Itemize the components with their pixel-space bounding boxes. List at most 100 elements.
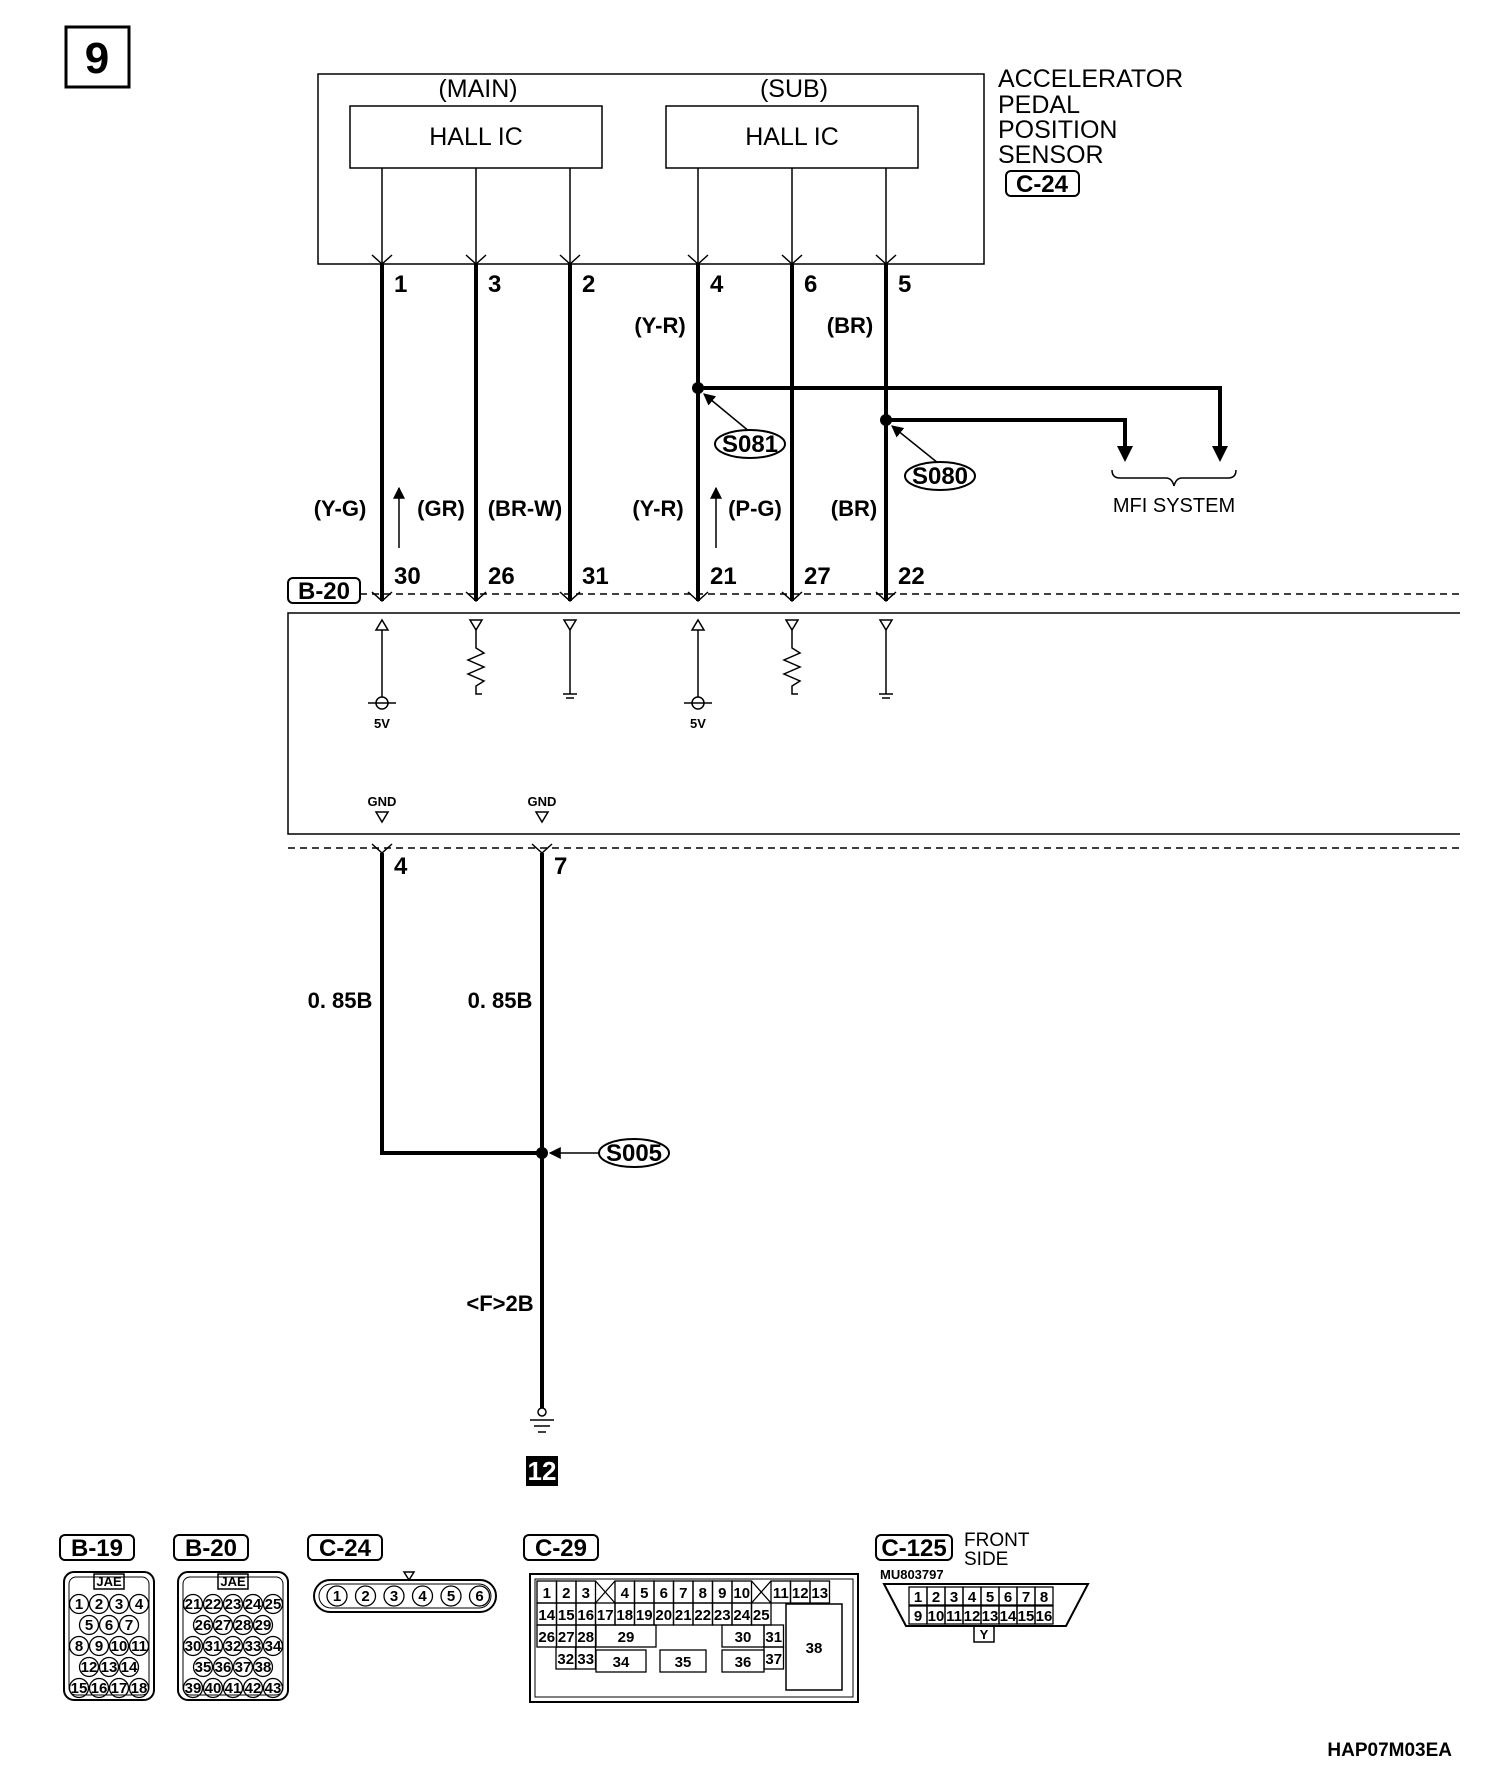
- conn-b19-pin-10-cavity: [108, 1635, 130, 1657]
- conn-b19-pin-18: 18: [131, 1680, 148, 1697]
- conn-b19-pin-9-cavity: [88, 1635, 110, 1657]
- ecu-5v-label-1: 5V: [374, 716, 390, 731]
- conn-c29-blank-cavity: [751, 1580, 772, 1604]
- conn-b20-pin-38: 38: [255, 1659, 272, 1676]
- conn-b19-pin-17: 17: [111, 1680, 128, 1697]
- conn-c125-pin-16: 16: [1036, 1608, 1053, 1625]
- splice-s080: S080: [891, 425, 976, 491]
- conn-b20-pin-40: 40: [205, 1680, 222, 1697]
- conn-b20-pin-22: 22: [205, 1596, 222, 1613]
- conn-c29-pin-26: 26: [538, 1629, 555, 1646]
- conn-b19-pin-13: 13: [101, 1659, 118, 1676]
- conn-b20-pin-36-cavity: [212, 1656, 234, 1678]
- conn-c29-pin-30: 30: [735, 1629, 752, 1646]
- conn-c125-pin-15: 15: [1018, 1608, 1035, 1625]
- conn-b20-pin-37: 37: [235, 1659, 252, 1676]
- conn-b20-pin-28: 28: [235, 1617, 252, 1634]
- conn-b20-pin-21-cavity: [182, 1593, 204, 1615]
- wire-color-pin4: (Y-R): [634, 313, 685, 338]
- conn-b20-pin-37-cavity: [232, 1656, 254, 1678]
- sensor-pin-3: 3: [488, 271, 501, 298]
- splice-label-s005: S005: [606, 1140, 662, 1167]
- ecu-box: [287, 593, 1460, 849]
- conn-c29-pin-3: 3: [582, 1585, 590, 1602]
- conn-b20-pin-24: 24: [245, 1596, 262, 1613]
- sub-label: (SUB): [760, 75, 828, 103]
- conn-c29-pin-36: 36: [735, 1654, 752, 1671]
- conn-c125-pin-5: 5: [986, 1589, 994, 1606]
- wire-color-pin22: (BR): [831, 496, 877, 521]
- splice-dot-s005: [536, 1147, 548, 1159]
- conn-b20-pin-34: 34: [265, 1638, 282, 1655]
- conn-b20-pin-41-cavity: [222, 1677, 244, 1699]
- conn-c29-pin-8: 8: [699, 1585, 707, 1602]
- ecu-gnd-pin-4: 4: [394, 853, 408, 880]
- conn-b19-pin-2-cavity: [88, 1593, 110, 1615]
- ecu-pin-22: 22: [898, 563, 925, 590]
- conn-c29-name: C-29: [535, 1535, 587, 1562]
- conn-b20-pin-25-cavity: [262, 1593, 284, 1615]
- conn-c29-pin-33: 33: [577, 1651, 594, 1668]
- sensor-internal-wires: [381, 168, 887, 264]
- conn-c125-pin-11: 11: [946, 1608, 962, 1625]
- conn-b19-pin-8: 8: [75, 1638, 83, 1655]
- conn-c29-pin-1: 1: [543, 1585, 551, 1602]
- conn-c29-pin-29: 29: [618, 1629, 635, 1646]
- conn-b20-name: B-20: [185, 1535, 237, 1562]
- conn-b20-pin-32-cavity: [222, 1635, 244, 1657]
- wire-size-bottom: <F>2B: [466, 1291, 533, 1316]
- main-hall-ic-label: HALL IC: [429, 123, 523, 151]
- sensor-outer-box: [317, 73, 985, 265]
- wire-color-pin5: (BR): [827, 313, 873, 338]
- conn-b20-pin-43-cavity: [262, 1677, 284, 1699]
- conn-c24-pin-6-cavity: [468, 1585, 491, 1607]
- conn-b19-pin-7-cavity: [118, 1614, 140, 1636]
- conn-c24-pin-3-cavity: [383, 1585, 405, 1607]
- sensor-connector-tag: C-24: [1005, 170, 1080, 198]
- conn-c29-pin-15: 15: [558, 1607, 575, 1624]
- conn-b20-pin-41: 41: [225, 1680, 242, 1697]
- conn-c29-pin-24: 24: [733, 1607, 750, 1624]
- conn-b19-pin-1-cavity: [68, 1593, 90, 1615]
- mfi-system-label: MFI SYSTEM: [1113, 495, 1235, 517]
- ecu-gnd-label-2: GND: [528, 794, 557, 809]
- conn-c125-name: C-125: [881, 1535, 946, 1562]
- conn-b20-pin-26-cavity: [192, 1614, 214, 1636]
- conn-b19-pin-9: 9: [95, 1638, 103, 1655]
- sensor-connector-name: C-24: [1016, 171, 1069, 198]
- conn-b19-pin-17-cavity: [108, 1677, 130, 1699]
- conn-c125-pin-12: 12: [964, 1608, 981, 1625]
- conn-c24-pin-3: 3: [390, 1588, 398, 1605]
- conn-c29-pin-21: 21: [675, 1607, 692, 1624]
- conn-c29-pin-17: 17: [597, 1607, 614, 1624]
- conn-b20-tag: JAE: [220, 1574, 246, 1589]
- conn-b19-pin-5: 5: [85, 1617, 93, 1634]
- conn-b20-pin-31-cavity: [202, 1635, 224, 1657]
- conn-b19-pin-14-cavity: [118, 1656, 140, 1678]
- conn-c29-pin-35-cavity: [659, 1649, 707, 1673]
- conn-c29-pin-7: 7: [679, 1585, 687, 1602]
- conn-b20-pin-43: 43: [265, 1680, 282, 1697]
- conn-c29-pin-12: 12: [792, 1585, 809, 1602]
- conn-b19-pin-8-cavity: [68, 1635, 90, 1657]
- conn-b20-pin-33: 33: [245, 1638, 262, 1655]
- conn-b20-pin-25: 25: [265, 1596, 282, 1613]
- conn-c125-side-1: FRONT: [964, 1530, 1030, 1551]
- conn-b19-pin-10: 10: [111, 1638, 128, 1655]
- conn-c125-pin-9: 9: [914, 1608, 922, 1625]
- conn-b20-pin-22-cavity: [202, 1593, 224, 1615]
- conn-b19-pin-16: 16: [91, 1680, 108, 1697]
- conn-b19-pin-15: 15: [71, 1680, 88, 1697]
- conn-b20-pin-24-cavity: [242, 1593, 264, 1615]
- splice-dot-s081: [692, 382, 704, 394]
- wire-color-pin31: (BR-W): [488, 496, 563, 521]
- conn-c29-pin-38: 38: [806, 1640, 823, 1657]
- conn-c24-pin-1-cavity: [326, 1585, 348, 1607]
- ecu-internal-circuits: [368, 618, 894, 824]
- wire-color-pin27: (P-G): [728, 496, 782, 521]
- harness-wires: [380, 264, 1222, 601]
- ground-point-badge: 12: [526, 1456, 558, 1486]
- ecu-pin-27: 27: [804, 563, 831, 590]
- conn-c29-pin-9: 9: [718, 1585, 726, 1602]
- splice-s081: S081: [703, 393, 786, 459]
